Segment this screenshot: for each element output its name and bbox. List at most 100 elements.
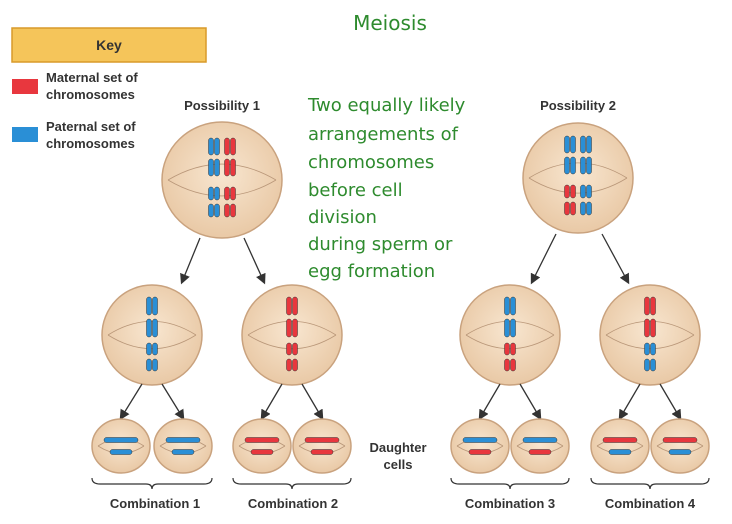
maternal-chromosome [644,296,656,338]
chromatid [292,296,298,316]
key-legend: Key Maternal set of chromosomes Paternal… [11,27,207,151]
paternal-label-line2: chromosomes [46,136,135,151]
arrow [243,237,266,285]
chromatid [570,201,576,216]
maternal-chromosome [244,437,280,443]
chromatid [504,296,510,316]
description-text: Two equally likely arrangements of chrom… [307,95,466,282]
chromatid [510,358,516,372]
maternal-chromosome [504,342,516,372]
chromatid [152,342,158,356]
possibility-1-label: Possibility 1 [184,98,260,113]
paternal-chromosome [171,449,195,455]
chromatid [292,358,298,372]
paternal-chromosome [165,437,201,443]
cell-body [459,284,561,386]
chromatid [230,158,236,177]
chromatid [586,184,592,199]
chromatid [230,137,236,156]
maternal-swatch [12,79,38,94]
chromatid [644,296,650,316]
spindle-fiber [107,320,197,336]
maternal-label-line1: Maternal set of [46,70,138,85]
spindle-fiber [167,179,277,197]
paternal-chromosome [608,449,632,455]
paternal-chromosome [644,342,656,372]
arrow [530,233,557,285]
chromatid [580,184,586,199]
paternal-chromosome [146,342,158,372]
daughter-cell-6 [510,418,570,474]
spindle-fiber [605,334,695,350]
maternal-chromosome [468,449,492,455]
arrow [519,383,542,421]
paternal-chromosome [580,184,592,216]
spindle-fiber [465,320,555,336]
chromatid [230,203,236,218]
cell-body [91,418,151,474]
chromatid [286,358,292,372]
daughter-cell-3 [232,418,292,474]
maternal-chromosome [564,184,576,216]
paternal-chromosome [564,135,576,175]
paternal-chromosome [146,296,158,338]
chromatid [152,318,158,338]
chromatid [510,296,516,316]
chromatid [146,358,152,372]
chromatid [564,135,570,154]
maternal-chromosome [602,437,638,443]
cell-body [510,418,570,474]
chromatid [504,342,510,356]
spindle-fiber [528,177,628,194]
secondary-cell-1 [101,284,203,386]
chromatid [564,184,570,199]
chromatid [504,318,510,338]
chromatid [564,156,570,175]
chromatid [208,137,214,156]
chromatid [580,201,586,216]
daughter-cell-8 [650,418,710,474]
description-line-4: before cell [308,180,403,201]
chromatid [644,358,650,372]
combination-1-label: Combination 1 [110,496,200,511]
cell-body [650,418,710,474]
chromatid [286,342,292,356]
maternal-chromosome [224,186,236,218]
paternal-chromosome [580,135,592,175]
paternal-chromosome [462,437,498,443]
combination-brace [450,477,570,490]
chromatid [570,156,576,175]
daughter-cell-2 [153,418,213,474]
combination-2-label: Combination 2 [248,496,338,511]
spindle-fiber [167,163,277,181]
chromatid [586,135,592,154]
chromatid [292,318,298,338]
maternal-chromosome [250,449,274,455]
maternal-chromosome [528,449,552,455]
arrow [478,383,501,421]
chromatid [650,296,656,316]
chromatid [580,156,586,175]
chromatid [570,184,576,199]
cell-body [161,121,283,239]
combination-brace [590,477,710,490]
chromatid [510,318,516,338]
maternal-chromosome [286,342,298,372]
cell-body [590,418,650,474]
secondary-cell-4 [599,284,701,386]
chromatid [650,318,656,338]
chromatid [286,296,292,316]
chromatid [208,203,214,218]
diagram-graphics [91,121,710,490]
arrow [119,383,143,421]
possibility-2-label: Possibility 2 [540,98,616,113]
key-heading-box [11,27,207,63]
chromatid [224,203,230,218]
maternal-label-line2: chromosomes [46,87,135,102]
chromatid [650,358,656,372]
paternal-chromosome [504,296,516,338]
arrow [301,383,324,421]
chromatid [208,186,214,201]
spindle-fiber [605,320,695,336]
chromatid [152,358,158,372]
